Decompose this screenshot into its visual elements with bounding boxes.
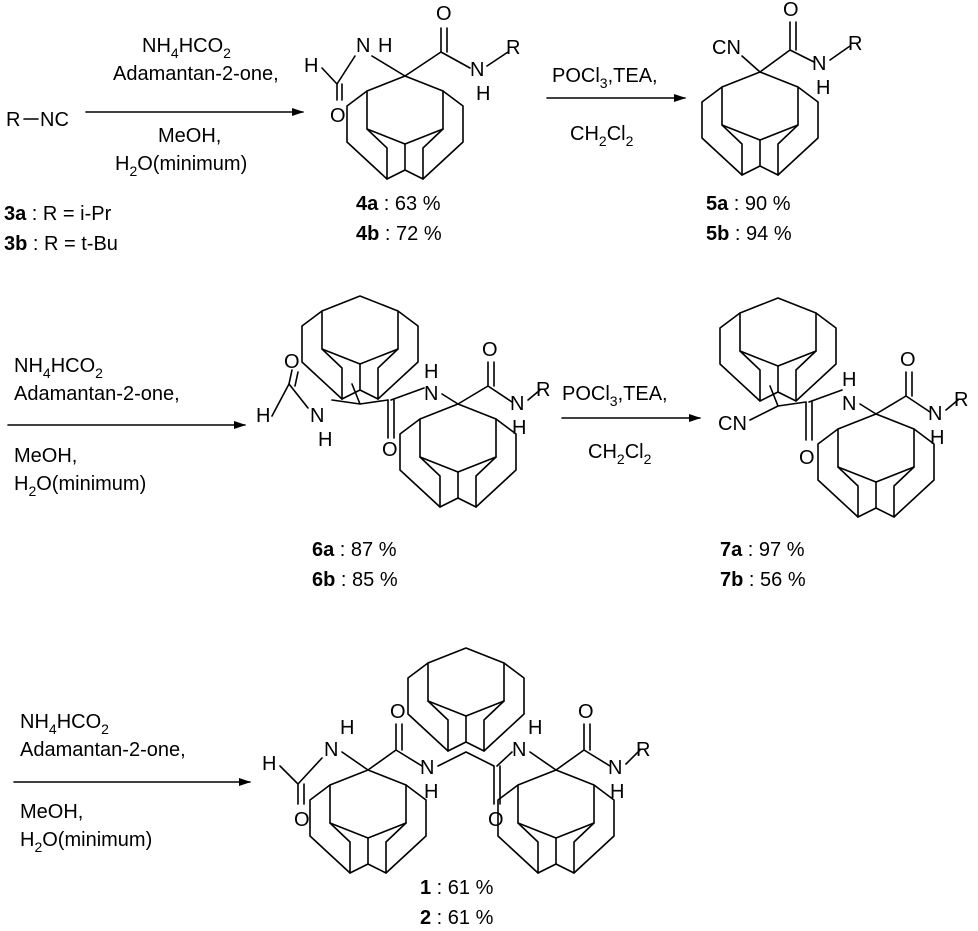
- atom-o: O: [330, 105, 346, 127]
- compound-4a-yield: 4a : 63 %: [356, 193, 441, 215]
- reagent-ammonium-formate: NH4HCO2: [20, 711, 109, 737]
- atom-o: O: [488, 809, 504, 831]
- compound-4-yields: 4a : 63 % 4b : 72 %: [356, 193, 442, 245]
- reagent-ammonium-formate: NH4HCO2: [142, 35, 231, 61]
- atom-o: O: [783, 0, 799, 21]
- solvent-methanol: MeOH,: [20, 801, 83, 823]
- compound-6-structure: H O N H O H N O N H R: [256, 295, 550, 508]
- atom-h: H: [930, 427, 944, 449]
- atom-n: N: [324, 739, 338, 761]
- nitrile-label: CN: [718, 413, 747, 435]
- compound-4b-yield: 4b : 72 %: [356, 223, 442, 245]
- atom-n: N: [928, 403, 942, 425]
- atom-n: N: [812, 53, 826, 75]
- solvent-water: H2O(minimum): [20, 829, 152, 855]
- atom-h: H: [424, 781, 438, 803]
- atom-o: O: [482, 339, 498, 361]
- solvent-methanol: MeOH,: [158, 125, 221, 147]
- atom-h: H: [424, 361, 438, 383]
- atom-n: N: [608, 757, 622, 779]
- atom-o: O: [294, 809, 310, 831]
- compound-3-labels: 3a : R = i-Pr 3b : R = t-Bu: [4, 203, 118, 255]
- atom-h: H: [816, 77, 830, 99]
- atom-n: N: [424, 383, 438, 405]
- r-group-label: R: [6, 109, 20, 131]
- compound-7-yields: 7a : 97 % 7b : 56 %: [720, 539, 806, 591]
- compound-final-yields: 1 : 61 % 2 : 61 %: [420, 877, 494, 929]
- atom-n: N: [842, 393, 856, 415]
- atom-h: H: [318, 429, 332, 451]
- atom-n: N: [510, 393, 524, 415]
- compound-2-yield: 2 : 61 %: [420, 907, 494, 929]
- compound-5a-yield: 5a : 90 %: [706, 193, 791, 215]
- atom-o: O: [799, 447, 815, 469]
- atom-o: O: [900, 349, 916, 371]
- compound-3b-label: 3b : R = t-Bu: [4, 233, 118, 255]
- compound-5-structure: CN O N H R: [701, 0, 862, 176]
- solvent-dichloromethane: CH2Cl2: [588, 441, 652, 467]
- r-group-label: R: [954, 389, 968, 411]
- atom-n: N: [420, 757, 434, 779]
- reagent-dehydration: POCl3,TEA,: [552, 65, 658, 91]
- atom-h: H: [842, 369, 856, 391]
- atom-h: H: [512, 417, 526, 439]
- starting-isocyanide: R NC: [6, 109, 69, 131]
- compound-final-structure: H O N H O N H O N H O N H R: [262, 647, 650, 874]
- reagent-ketone: Adamantan-2-one,: [113, 63, 279, 85]
- r-group-label: R: [536, 379, 550, 401]
- solvent-water: H2O(minimum): [115, 153, 247, 179]
- reaction-arrow-2: POCl3,TEA, CH2Cl2: [546, 65, 686, 149]
- reagent-ketone: Adamantan-2-one,: [20, 739, 186, 761]
- solvent-water: H2O(minimum): [14, 473, 146, 499]
- atom-h: H: [378, 35, 392, 57]
- reaction-arrow-5: NH4HCO2 Adamantan-2-one, MeOH, H2O(minim…: [13, 711, 251, 855]
- compound-5-yields: 5a : 90 % 5b : 94 %: [706, 193, 792, 245]
- compound-7-structure: CN O H N O N H R: [718, 297, 968, 518]
- atom-n: N: [470, 59, 484, 81]
- r-group-label: R: [636, 739, 650, 761]
- atom-h: H: [610, 781, 624, 803]
- r-group-label: R: [506, 37, 520, 59]
- isocyanide-label: NC: [40, 109, 69, 131]
- atom-h: H: [528, 717, 542, 739]
- reagent-ammonium-formate: NH4HCO2: [14, 355, 103, 381]
- reaction-arrow-4: POCl3,TEA, CH2Cl2: [561, 383, 701, 467]
- atom-n: N: [512, 739, 526, 761]
- atom-h: H: [340, 717, 354, 739]
- reagent-ketone: Adamantan-2-one,: [14, 383, 180, 405]
- atom-h: H: [304, 55, 318, 77]
- nitrile-label: CN: [712, 37, 741, 59]
- compound-4-structure: H O N H O N H R: [304, 3, 520, 180]
- atom-h: H: [256, 405, 270, 427]
- compound-7b-yield: 7b : 56 %: [720, 569, 806, 591]
- compound-6b-yield: 6b : 85 %: [312, 569, 398, 591]
- compound-6a-yield: 6a : 87 %: [312, 539, 397, 561]
- atom-h: H: [262, 753, 276, 775]
- compound-6-yields: 6a : 87 % 6b : 85 %: [312, 539, 398, 591]
- atom-n: N: [356, 35, 370, 57]
- compound-1-yield: 1 : 61 %: [420, 877, 494, 899]
- reagent-dehydration: POCl3,TEA,: [562, 383, 668, 409]
- atom-h: H: [476, 83, 490, 105]
- solvent-methanol: MeOH,: [14, 445, 77, 467]
- atom-o: O: [284, 351, 300, 373]
- reaction-arrow-3: NH4HCO2 Adamantan-2-one, MeOH, H2O(minim…: [7, 355, 246, 499]
- atom-o: O: [578, 701, 594, 723]
- compound-3a-label: 3a : R = i-Pr: [4, 203, 112, 225]
- reaction-arrow-1: NH4HCO2 Adamantan-2-one, MeOH, H2O(minim…: [85, 35, 304, 179]
- atom-n: N: [310, 405, 324, 427]
- atom-o: O: [390, 701, 406, 723]
- solvent-dichloromethane: CH2Cl2: [570, 123, 634, 149]
- atom-o: O: [382, 439, 398, 461]
- compound-7a-yield: 7a : 97 %: [720, 539, 805, 561]
- atom-o: O: [436, 3, 452, 25]
- compound-5b-yield: 5b : 94 %: [706, 223, 792, 245]
- r-group-label: R: [848, 33, 862, 55]
